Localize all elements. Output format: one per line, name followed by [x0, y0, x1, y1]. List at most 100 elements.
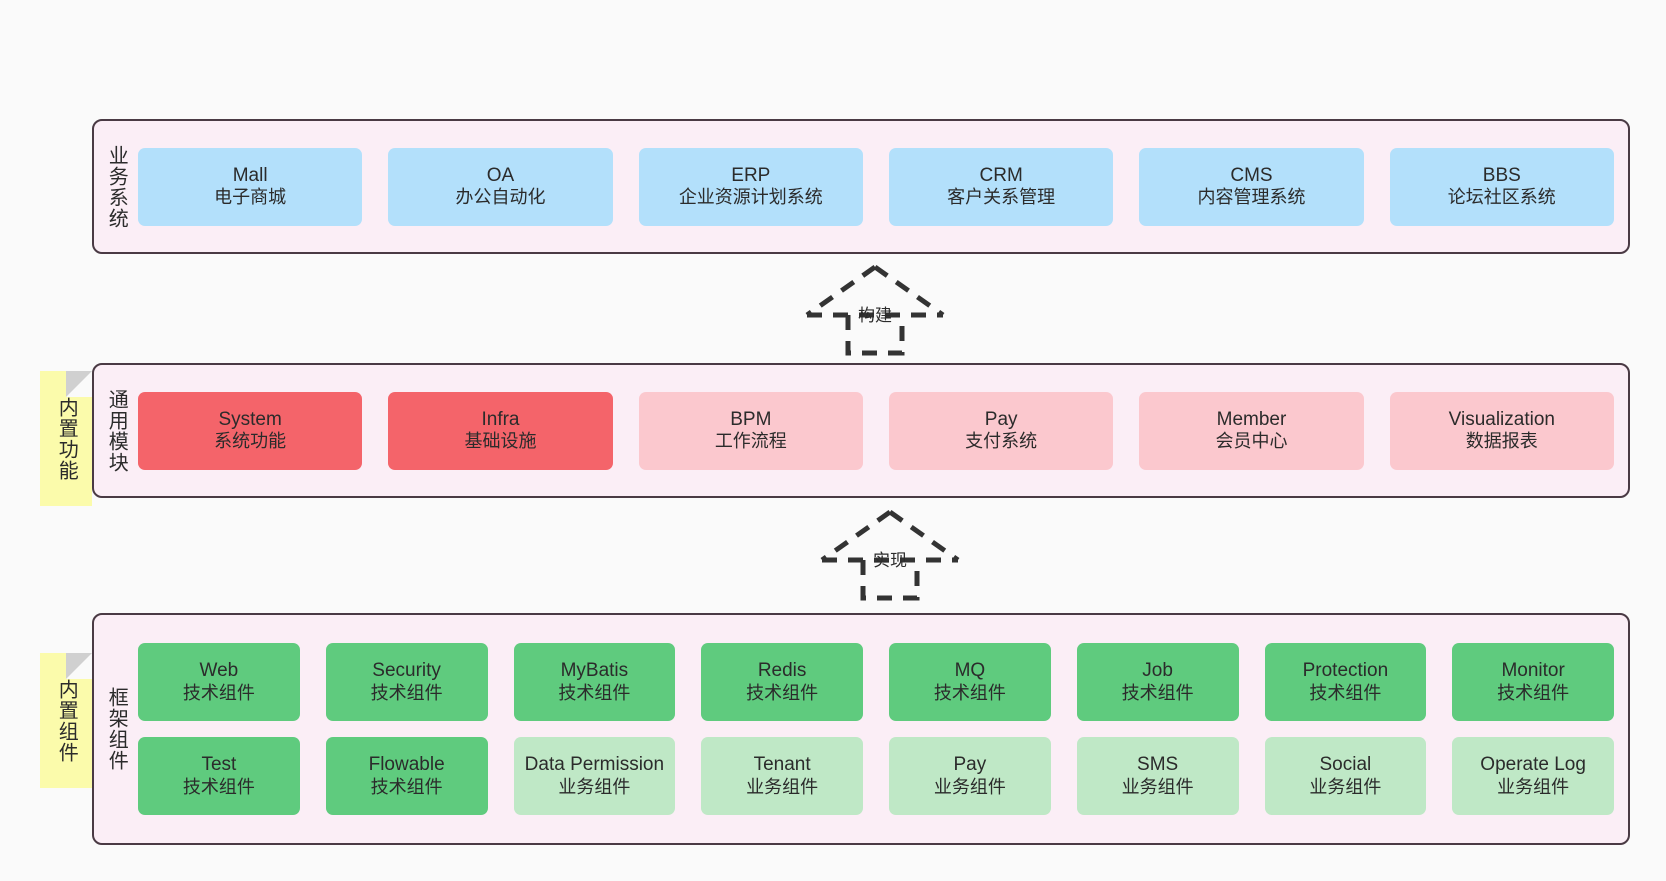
node-subtitle: 业务组件: [933, 776, 1006, 797]
node-title: Security: [372, 660, 441, 682]
node-subtitle: 业务组件: [558, 776, 631, 797]
node-title: Flowable: [368, 754, 445, 776]
node-title: OA: [486, 164, 515, 186]
node-subtitle: 办公自动化: [455, 187, 546, 208]
node-title: Web: [199, 660, 239, 682]
node-title: Social: [1319, 754, 1372, 776]
node-title: BPM: [730, 408, 772, 430]
node-title: Test: [201, 754, 237, 776]
node-title: Mall: [232, 164, 268, 186]
node-subtitle: 会员中心: [1215, 431, 1288, 452]
node-title: SMS: [1137, 754, 1179, 776]
node-subtitle: 技术组件: [1121, 682, 1194, 703]
business-layer-title: 业务系统: [105, 144, 128, 229]
node-subtitle: 技术组件: [182, 776, 255, 797]
node-subtitle: 工作流程: [714, 431, 787, 452]
build-arrow-label: 构建: [858, 306, 892, 325]
node-title: Pay: [984, 408, 1018, 430]
node-subtitle: 技术组件: [1497, 682, 1570, 703]
node-title: ERP: [731, 164, 771, 186]
node-title: Protection: [1302, 660, 1389, 682]
node-title: MyBatis: [560, 660, 629, 682]
node-title: CRM: [979, 164, 1023, 186]
node-title: System: [218, 408, 282, 430]
node-subtitle: 业务组件: [1309, 776, 1382, 797]
node-title: Member: [1216, 408, 1287, 430]
node-subtitle: 电子商城: [214, 187, 287, 208]
node-subtitle: 数据报表: [1465, 431, 1538, 452]
builtin-features-note-text: 内置功能: [55, 396, 78, 481]
node-subtitle: 技术组件: [558, 682, 631, 703]
node-title: Visualization: [1448, 408, 1555, 430]
node-title: Monitor: [1501, 660, 1565, 682]
node-title: BBS: [1482, 164, 1521, 186]
node-subtitle: 业务组件: [1497, 776, 1570, 797]
builtin-components-note-text: 内置组件: [55, 678, 78, 763]
node-subtitle: 论坛社区系统: [1447, 187, 1556, 208]
module-layer-title: 通用模块: [105, 388, 128, 473]
node-subtitle: 技术组件: [933, 682, 1006, 703]
node-subtitle: 技术组件: [370, 682, 443, 703]
node-subtitle: 内容管理系统: [1197, 187, 1306, 208]
implement-arrow: 实现: [815, 508, 965, 601]
node-subtitle: 技术组件: [746, 682, 819, 703]
builtin-features-note: 内置功能: [40, 371, 92, 506]
node-subtitle: 技术组件: [370, 776, 443, 797]
node-title: Pay: [953, 754, 987, 776]
node-subtitle: 企业资源计划系统: [678, 187, 823, 208]
implement-arrow-label: 实现: [873, 551, 907, 570]
node-title: Redis: [757, 660, 807, 682]
node-title: Data Permission: [524, 754, 665, 776]
builtin-components-note: 内置组件: [40, 653, 92, 788]
node-subtitle: 支付系统: [965, 431, 1038, 452]
node-subtitle: 客户关系管理: [947, 187, 1056, 208]
node-subtitle: 技术组件: [1309, 682, 1382, 703]
node-title: Tenant: [753, 754, 811, 776]
node-subtitle: 技术组件: [182, 682, 255, 703]
node-title: CMS: [1230, 164, 1273, 186]
framework-layer-title: 框架组件: [105, 687, 128, 771]
node-title: MQ: [954, 660, 986, 682]
node-subtitle: 系统功能: [214, 431, 287, 452]
node-title: Infra: [481, 408, 520, 430]
build-arrow: 构建: [800, 263, 950, 356]
